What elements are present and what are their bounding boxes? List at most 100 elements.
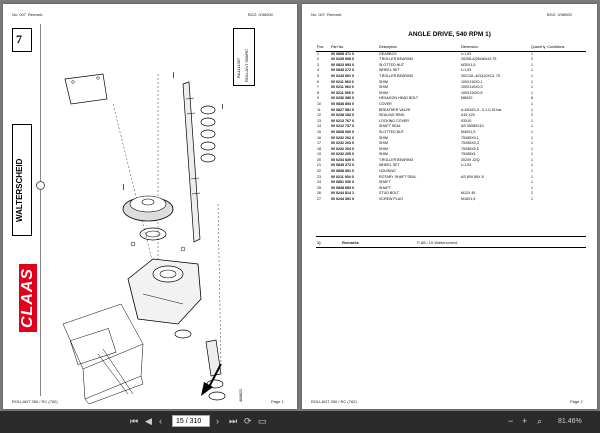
row-pos: 25: [317, 185, 321, 190]
row-quantity: 1: [531, 174, 533, 179]
row-part-no: 00 0851 930 0: [331, 180, 354, 185]
row-description: HOUSING: [379, 169, 396, 174]
direction-arrow: [201, 382, 213, 396]
row-description: SLOTTED NUT: [379, 129, 404, 134]
row-dimension: AS 35X80X10: [461, 124, 484, 129]
row-description: SHAFT SEAL: [379, 124, 401, 129]
right-footer-page: Page 2: [570, 399, 583, 404]
row-description: T.ROLLER BEARING: [379, 157, 414, 162]
cover-plate: [64, 73, 108, 105]
row-quantity: 1: [531, 62, 533, 67]
next-page-icon[interactable]: ›: [216, 416, 219, 426]
row-part-no: 00 0211 964 0: [331, 85, 354, 90]
zoom-in-icon[interactable]: +: [522, 416, 528, 426]
row-quantity: 1: [531, 180, 533, 185]
page-number-input[interactable]: 15 / 310: [172, 415, 210, 427]
row-quantity: 1: [531, 90, 533, 95]
hole-punch-marker: [36, 181, 45, 190]
row-part-no: 00 0213 767 0: [331, 118, 354, 123]
row-dimension: 100X110X0,5: [461, 90, 483, 95]
zoom-out-icon[interactable]: −: [508, 416, 514, 426]
row-description: SHIM: [379, 146, 388, 151]
row-pos: 26: [317, 191, 321, 196]
row-quantity: 8: [531, 96, 533, 101]
row-part-no: 00 0238 183 0: [331, 113, 354, 118]
row-pos: 8: [317, 90, 319, 95]
row-part-no: 00 0244 814 1: [331, 191, 354, 196]
row-quantity: 1: [531, 79, 533, 84]
fit-page-icon[interactable]: ▭: [258, 416, 267, 426]
row-quantity: 1: [531, 169, 533, 174]
row-dimension: I=1,93: [461, 163, 472, 168]
row-part-no: 00 0845 373 0: [331, 163, 354, 168]
row-quantity: 1: [531, 129, 533, 134]
row-pos: 7: [317, 85, 319, 90]
machine-sketch: [62, 303, 144, 405]
row-pos: 9: [317, 96, 319, 101]
row-pos: 16: [317, 135, 321, 140]
left-page: No. 007 Remark: BGZ: 0/36500 7 WALTERSCH…: [3, 4, 297, 409]
parts-table: Pos. Part No. Description Dimension Quan…: [316, 45, 586, 203]
col-description: Description: [378, 45, 460, 52]
row-quantity: 1: [531, 135, 533, 140]
row-quantity: 2: [531, 57, 533, 62]
row-description: GEARBOX: [379, 51, 397, 56]
back-icon[interactable]: ‹: [159, 416, 162, 426]
rotate-icon[interactable]: ⟳: [244, 416, 252, 426]
row-quantity: 1: [531, 73, 533, 78]
search-icon[interactable]: ⌕: [537, 416, 543, 426]
remarks-label: Remarks: [342, 240, 359, 245]
row-description: SHIM: [379, 79, 388, 84]
row-dimension: 30209 J2/Q: [461, 157, 480, 162]
left-margin-line: [40, 24, 41, 396]
row-description: STUD BOLT: [379, 191, 399, 196]
row-dimension: I=1,93: [461, 51, 472, 56]
row-quantity: 1: [531, 197, 533, 202]
row-quantity: 1: [531, 124, 533, 129]
row-pos: 11: [317, 107, 321, 112]
row-quantity: 1: [531, 185, 533, 190]
row-pos: 24: [317, 180, 321, 185]
row-description: SHIM: [379, 135, 388, 140]
row-dimension: 30208-A(30x80x19,75: [461, 57, 497, 62]
row-description: SHIM: [379, 141, 388, 146]
claas-logo: CLAAS: [19, 263, 37, 332]
row-description: ROTARY SHAFT SEAL: [379, 174, 417, 179]
row-description: T.ROLLER BEARING: [379, 57, 414, 62]
row-part-no: 00 0211 965 0: [331, 90, 354, 95]
row-dimension: M8X20: [461, 96, 473, 101]
row-quantity: 1: [531, 141, 533, 146]
row-dimension: A-M16X1,5 - 0,1-0,15 bar: [461, 107, 502, 112]
row-description: SCREW PLUG: [379, 197, 404, 202]
row-quantity: 2: [531, 113, 533, 118]
row-description: SHAFT: [379, 180, 391, 185]
row-pos: 21: [317, 163, 321, 168]
first-page-icon[interactable]: ⏮: [130, 416, 139, 426]
row-dimension: 75X85X0,5: [461, 146, 479, 151]
row-quantity: 1: [531, 85, 533, 90]
zoom-level[interactable]: 81.46%: [558, 418, 582, 425]
row-description: COVER: [379, 101, 392, 106]
prev-page-icon[interactable]: ◀: [145, 416, 152, 426]
row-pos: 4: [317, 68, 319, 73]
row-dimension: AS 60X 85X 8: [461, 174, 484, 179]
row-part-no: 00 0211 934 0: [331, 174, 354, 179]
row-description: WHEEL SET: [379, 163, 400, 168]
row-pos: 19: [317, 152, 321, 157]
row-description: SHIM: [379, 90, 388, 95]
row-quantity: 1: [531, 152, 533, 157]
remarks-text: P-88 / 10 Walterscheid: [417, 240, 458, 245]
last-page-icon[interactable]: ⏭: [229, 416, 238, 426]
col-dimension: Dimension: [460, 45, 530, 52]
